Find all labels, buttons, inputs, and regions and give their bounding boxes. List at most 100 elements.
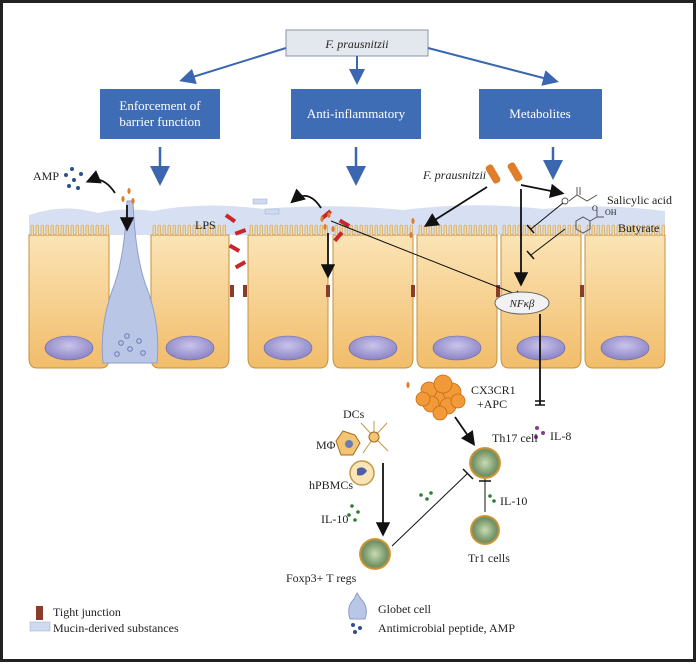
il8-label: IL-8: [550, 429, 571, 443]
microvillus: [463, 224, 467, 237]
microvillus: [453, 224, 457, 237]
microvillus: [334, 224, 338, 237]
top-box-label: F. prausnitzii: [324, 37, 388, 51]
top-box: F. prausnitzii: [285, 29, 429, 57]
microvillus: [40, 224, 44, 237]
microvillus: [284, 224, 288, 237]
microvillus: [314, 224, 318, 237]
microvillus: [641, 224, 645, 237]
microvillus: [483, 224, 487, 237]
microvillus: [65, 224, 69, 237]
microvillus: [428, 224, 432, 237]
cx3cr1-label: CX3CR1: [471, 383, 516, 397]
legend-junction-label: Tight junction: [53, 605, 121, 619]
box-metabolites-label: Metabolites: [509, 106, 570, 121]
butyrate-label: Butyrate: [618, 221, 659, 235]
microvillus: [601, 224, 605, 237]
microvillus: [478, 224, 482, 237]
microvillus: [167, 224, 171, 237]
cell-nucleus: [432, 335, 482, 361]
microvillus: [656, 224, 660, 237]
microvillus: [359, 224, 363, 237]
box-anti-label: Anti-inflammatory: [307, 106, 406, 121]
microvillus: [249, 224, 253, 237]
microvillus: [289, 224, 293, 237]
microvillus: [30, 224, 34, 237]
foxp3-label: Foxp3+ T regs: [286, 571, 357, 585]
microvillus: [274, 224, 278, 237]
amp-group: AMP: [33, 167, 135, 232]
tr1-label: Tr1 cells: [468, 551, 510, 565]
down-arrows: [150, 147, 563, 186]
microvillus: [636, 224, 640, 237]
microvillus: [182, 224, 186, 237]
microvillus: [85, 224, 89, 237]
legend-mucin-swatch: [29, 621, 51, 632]
box-anti-inflammatory: Anti-inflammatory: [291, 89, 421, 139]
microvillus: [207, 224, 211, 237]
il10-left-label: IL-10: [321, 512, 348, 526]
microvillus: [537, 224, 541, 237]
th17-cell: Th17 cell: [469, 431, 538, 479]
legend: Tight junction Mucin-derived substances …: [29, 592, 515, 635]
microvillus: [596, 224, 600, 237]
salicylic-label: Salicylic acid: [607, 193, 672, 207]
microvillus: [100, 224, 104, 237]
epithelium: [28, 200, 666, 369]
cell-nucleus: [348, 335, 398, 361]
microvillus: [468, 224, 472, 237]
microvillus: [502, 224, 506, 237]
microvillus: [279, 224, 283, 237]
cell-nucleus: [165, 335, 215, 361]
microvillus: [212, 224, 216, 237]
microvillus: [222, 224, 226, 237]
cell-nucleus: [44, 335, 94, 361]
microvillus: [70, 224, 74, 237]
microvillus: [269, 224, 273, 237]
microvillus: [572, 224, 576, 237]
microvillus: [349, 224, 353, 237]
microvillus: [259, 224, 263, 237]
microvillus: [433, 224, 437, 237]
microvillus: [512, 224, 516, 237]
microvillus: [254, 224, 258, 237]
microvillus: [473, 224, 477, 237]
legend-goblet-label: Globet cell: [378, 602, 432, 616]
mphi-label: MΦ: [316, 438, 336, 452]
microvillus: [369, 224, 373, 237]
amp-label: AMP: [33, 169, 59, 183]
microvillus: [418, 224, 422, 237]
microvillus: [177, 224, 181, 237]
microvillus: [611, 224, 615, 237]
microvillus: [75, 224, 79, 237]
microvillus: [651, 224, 655, 237]
legend-amp-swatch: [351, 623, 362, 634]
cell-nucleus: [263, 335, 313, 361]
microvillus: [45, 224, 49, 237]
epithelial-cell: [332, 234, 414, 369]
microvillus: [105, 224, 109, 237]
microvillus: [542, 224, 546, 237]
microvillus: [197, 224, 201, 237]
microvillus: [404, 224, 408, 237]
microvillus: [646, 224, 650, 237]
epithelial-cell: [416, 234, 498, 369]
microvillus: [547, 224, 551, 237]
microvillus: [309, 224, 313, 237]
nfkb-label: NFκβ: [509, 298, 535, 310]
microvillus: [399, 224, 403, 237]
microvillus: [438, 224, 442, 237]
microvillus: [507, 224, 511, 237]
legend-mucin-label: Mucin-derived substances: [53, 621, 179, 635]
epithelial-cell: [247, 234, 329, 369]
box-barrier: Enforcement of barrier function: [100, 89, 220, 139]
microvillus: [304, 224, 308, 237]
hpbmcs-label: hPBMCs: [309, 478, 353, 492]
microvillus: [35, 224, 39, 237]
treg-cell: Foxp3+ T regs: [286, 468, 474, 585]
microvillus: [626, 224, 630, 237]
microvillus: [443, 224, 447, 237]
immune-cells: DCs MΦ hPBMCs IL-10: [309, 407, 391, 537]
microvillus: [157, 224, 161, 237]
